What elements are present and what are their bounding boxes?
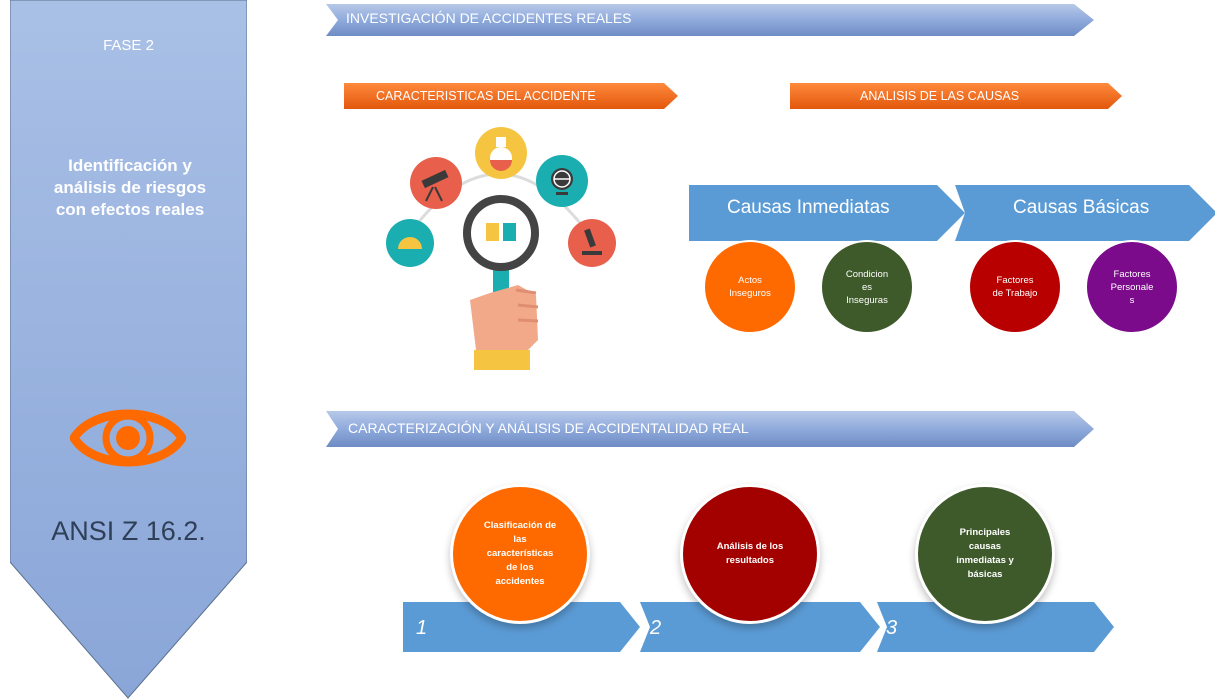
chevron-causas-basicas: Causas Básicas: [955, 185, 1215, 241]
phase-title: Identificación y análisis de riesgos con…: [53, 156, 207, 219]
eye-icon: [70, 409, 186, 467]
step-arrow-2: [640, 602, 880, 652]
flask-icon: [475, 127, 527, 179]
step-2-text: Análisis de los resultados: [716, 541, 784, 566]
telescope-icon: [410, 157, 462, 209]
condiciones-inseguras-label: Condicion es Inseguras: [845, 268, 889, 306]
step-circle-principales-causas: Principales causas inmediatas y básicas: [915, 484, 1055, 624]
step-3-text: Principales causas inmediatas y básicas: [956, 527, 1014, 580]
factores-trabajo-label: Factores de Trabajo: [992, 275, 1038, 299]
causas-basicas-title: Causas Básicas: [1013, 197, 1150, 218]
phase-label: FASE 2: [103, 37, 154, 54]
banner-investigacion-label: INVESTIGACIÓN DE ACCIDENTES REALES: [346, 10, 632, 26]
phase-panel: [10, 0, 247, 699]
banner-investigacion: INVESTIGACIÓN DE ACCIDENTES REALES: [326, 4, 1094, 36]
step-1-text: Clasificación de las características de …: [483, 520, 557, 587]
circle-condiciones-inseguras: Condicion es Inseguras: [820, 240, 914, 334]
step-circle-clasificacion: Clasificación de las características de …: [450, 484, 590, 624]
step-number-1: 1: [416, 617, 428, 639]
step-arrow-1: [403, 602, 640, 652]
step-number-3: 3: [886, 617, 898, 639]
circle-factores-personales: Factores Personale s: [1085, 240, 1179, 334]
standard-label: ANSI Z 16.2.: [51, 516, 206, 546]
step-circle-analisis: Análisis de los resultados: [680, 484, 820, 624]
causas-inmediatas-title: Causas Inmediatas: [727, 197, 890, 218]
banner-caracterizacion: CARACTERIZACIÓN Y ANÁLISIS DE ACCIDENTAL…: [326, 411, 1094, 447]
step-number-2: 2: [650, 617, 662, 639]
circle-factores-trabajo: Factores de Trabajo: [968, 240, 1062, 334]
circle-actos-inseguros: Actos Inseguros: [703, 240, 797, 334]
protractor-icon: [386, 219, 434, 267]
chevron-causas-inmediatas: Causas Inmediatas: [689, 185, 965, 241]
banner-caracterizacion-label: CARACTERIZACIÓN Y ANÁLISIS DE ACCIDENTAL…: [348, 420, 749, 436]
tag-caracteristicas-label: CARACTERISTICAS DEL ACCIDENTE: [376, 89, 596, 103]
research-illustration: [386, 127, 616, 370]
actos-inseguros-label: Actos Inseguros: [729, 275, 771, 299]
step-arrow-3: [877, 602, 1114, 652]
microscope-icon: [568, 219, 616, 267]
tag-analisis: ANALISIS DE LAS CAUSAS: [790, 83, 1122, 109]
tag-analisis-label: ANALISIS DE LAS CAUSAS: [860, 89, 1020, 103]
globe-icon: [536, 155, 588, 207]
factores-personales-label: Factores Personale s: [1110, 268, 1154, 306]
tag-caracteristicas: CARACTERISTICAS DEL ACCIDENTE: [344, 83, 678, 109]
hand-magnifier-icon: [463, 195, 539, 370]
